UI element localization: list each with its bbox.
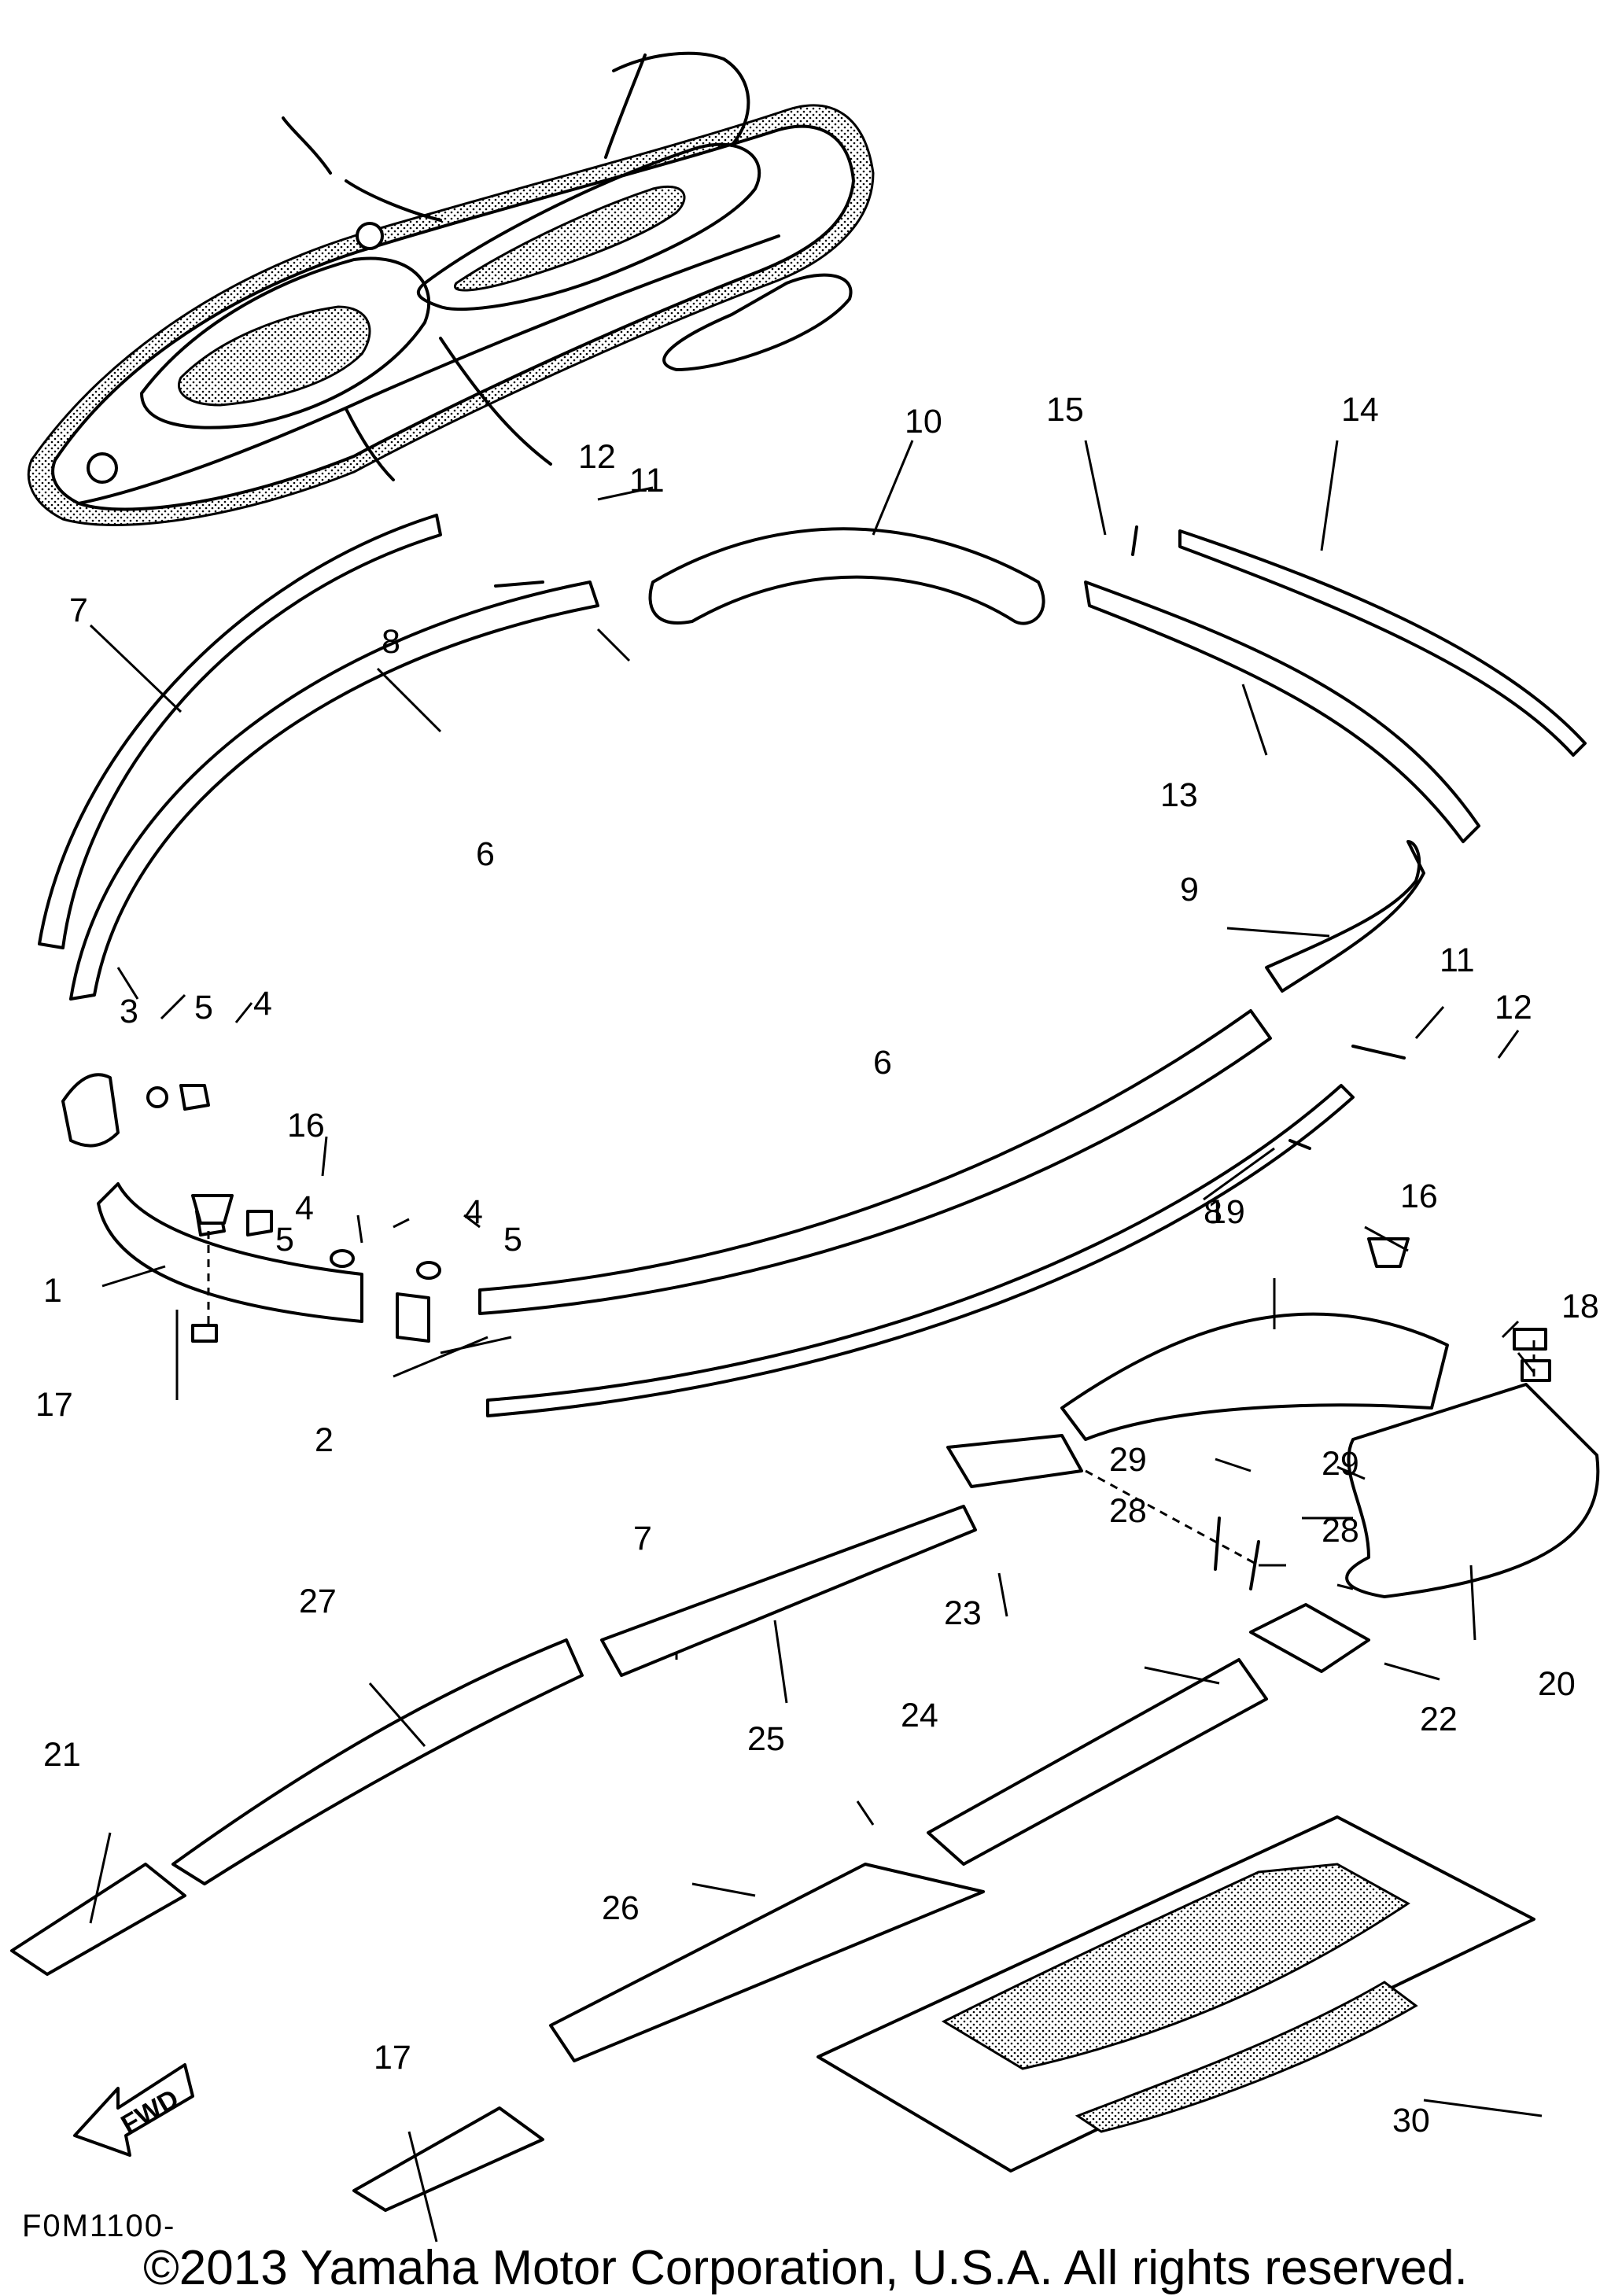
diagram-code: F0M1100- [22,2209,176,2243]
callout-30: 30 [1392,2102,1430,2139]
callout-4-mid: 4 [295,1189,314,1227]
callout-16-left: 16 [287,1107,325,1144]
callout-21: 21 [43,1736,81,1774]
callout-6-lower: 6 [873,1044,892,1082]
callout-22: 26 [602,1889,640,1927]
callout-2: 2 [315,1421,334,1459]
fasteners [146,525,1551,1590]
callout-numbers: 7 8 6 12 11 10 15 14 13 9 11 12 3 5 4 6 … [35,391,1599,2139]
mat-parts [10,1505,1535,2212]
callout-4-top: 4 [253,985,272,1023]
callout-29-right: 29 [1322,1445,1359,1483]
callout-10: 10 [905,403,942,440]
leader-lines [89,440,1543,2243]
callout-29-left: 29 [1109,1441,1147,1479]
callout-3: 3 [120,993,138,1030]
callout-17-right: 18 [1561,1288,1599,1325]
copyright-notice: ©2013 Yamaha Motor Corporation, U.S.A. A… [143,2241,1468,2295]
callout-6-upper: 6 [476,835,495,873]
callout-5-left: 5 [275,1221,294,1259]
callout-5-right: 5 [503,1221,522,1259]
callout-28-left: 28 [1109,1492,1147,1530]
callout-19: 19 [1207,1193,1245,1231]
callout-11-upper: 11 [629,462,665,499]
callout-15: 15 [1046,391,1084,429]
callout-5-top: 5 [194,989,213,1026]
callout-1: 1 [43,1272,62,1310]
callout-16-right: 16 [1400,1177,1438,1215]
callout-12-upper: 12 [578,438,616,476]
callout-28-right: 28 [1322,1512,1359,1550]
callout-4-right: 4 [464,1193,483,1231]
callout-14: 14 [1341,391,1379,429]
callout-7-upper: 7 [69,592,88,629]
callout-27: 23 [944,1594,982,1632]
callout-8-lower: 8 [1204,1193,1222,1231]
callout-12-lower: 12 [1495,989,1532,1026]
watercraft-illustration [27,51,875,526]
callout-18: 20 [1538,1665,1576,1703]
callout-8-upper: 8 [382,623,400,661]
callout-24: 24 [901,1697,938,1734]
callout-13: 13 [1160,776,1198,814]
callout-11-lower: 11 [1440,942,1475,979]
callout-26: 22 [1420,1701,1458,1738]
callout-23: 27 [299,1583,337,1620]
rail-parts [38,514,1600,1673]
fwd-arrow-icon: FWD [73,2063,194,2157]
callout-17-left: 17 [35,1386,73,1424]
callout-25: 25 [747,1720,785,1758]
callout-20: 17 [374,2039,411,2077]
callout-7-lower: 7 [633,1520,652,1557]
callout-9: 9 [1180,871,1199,908]
